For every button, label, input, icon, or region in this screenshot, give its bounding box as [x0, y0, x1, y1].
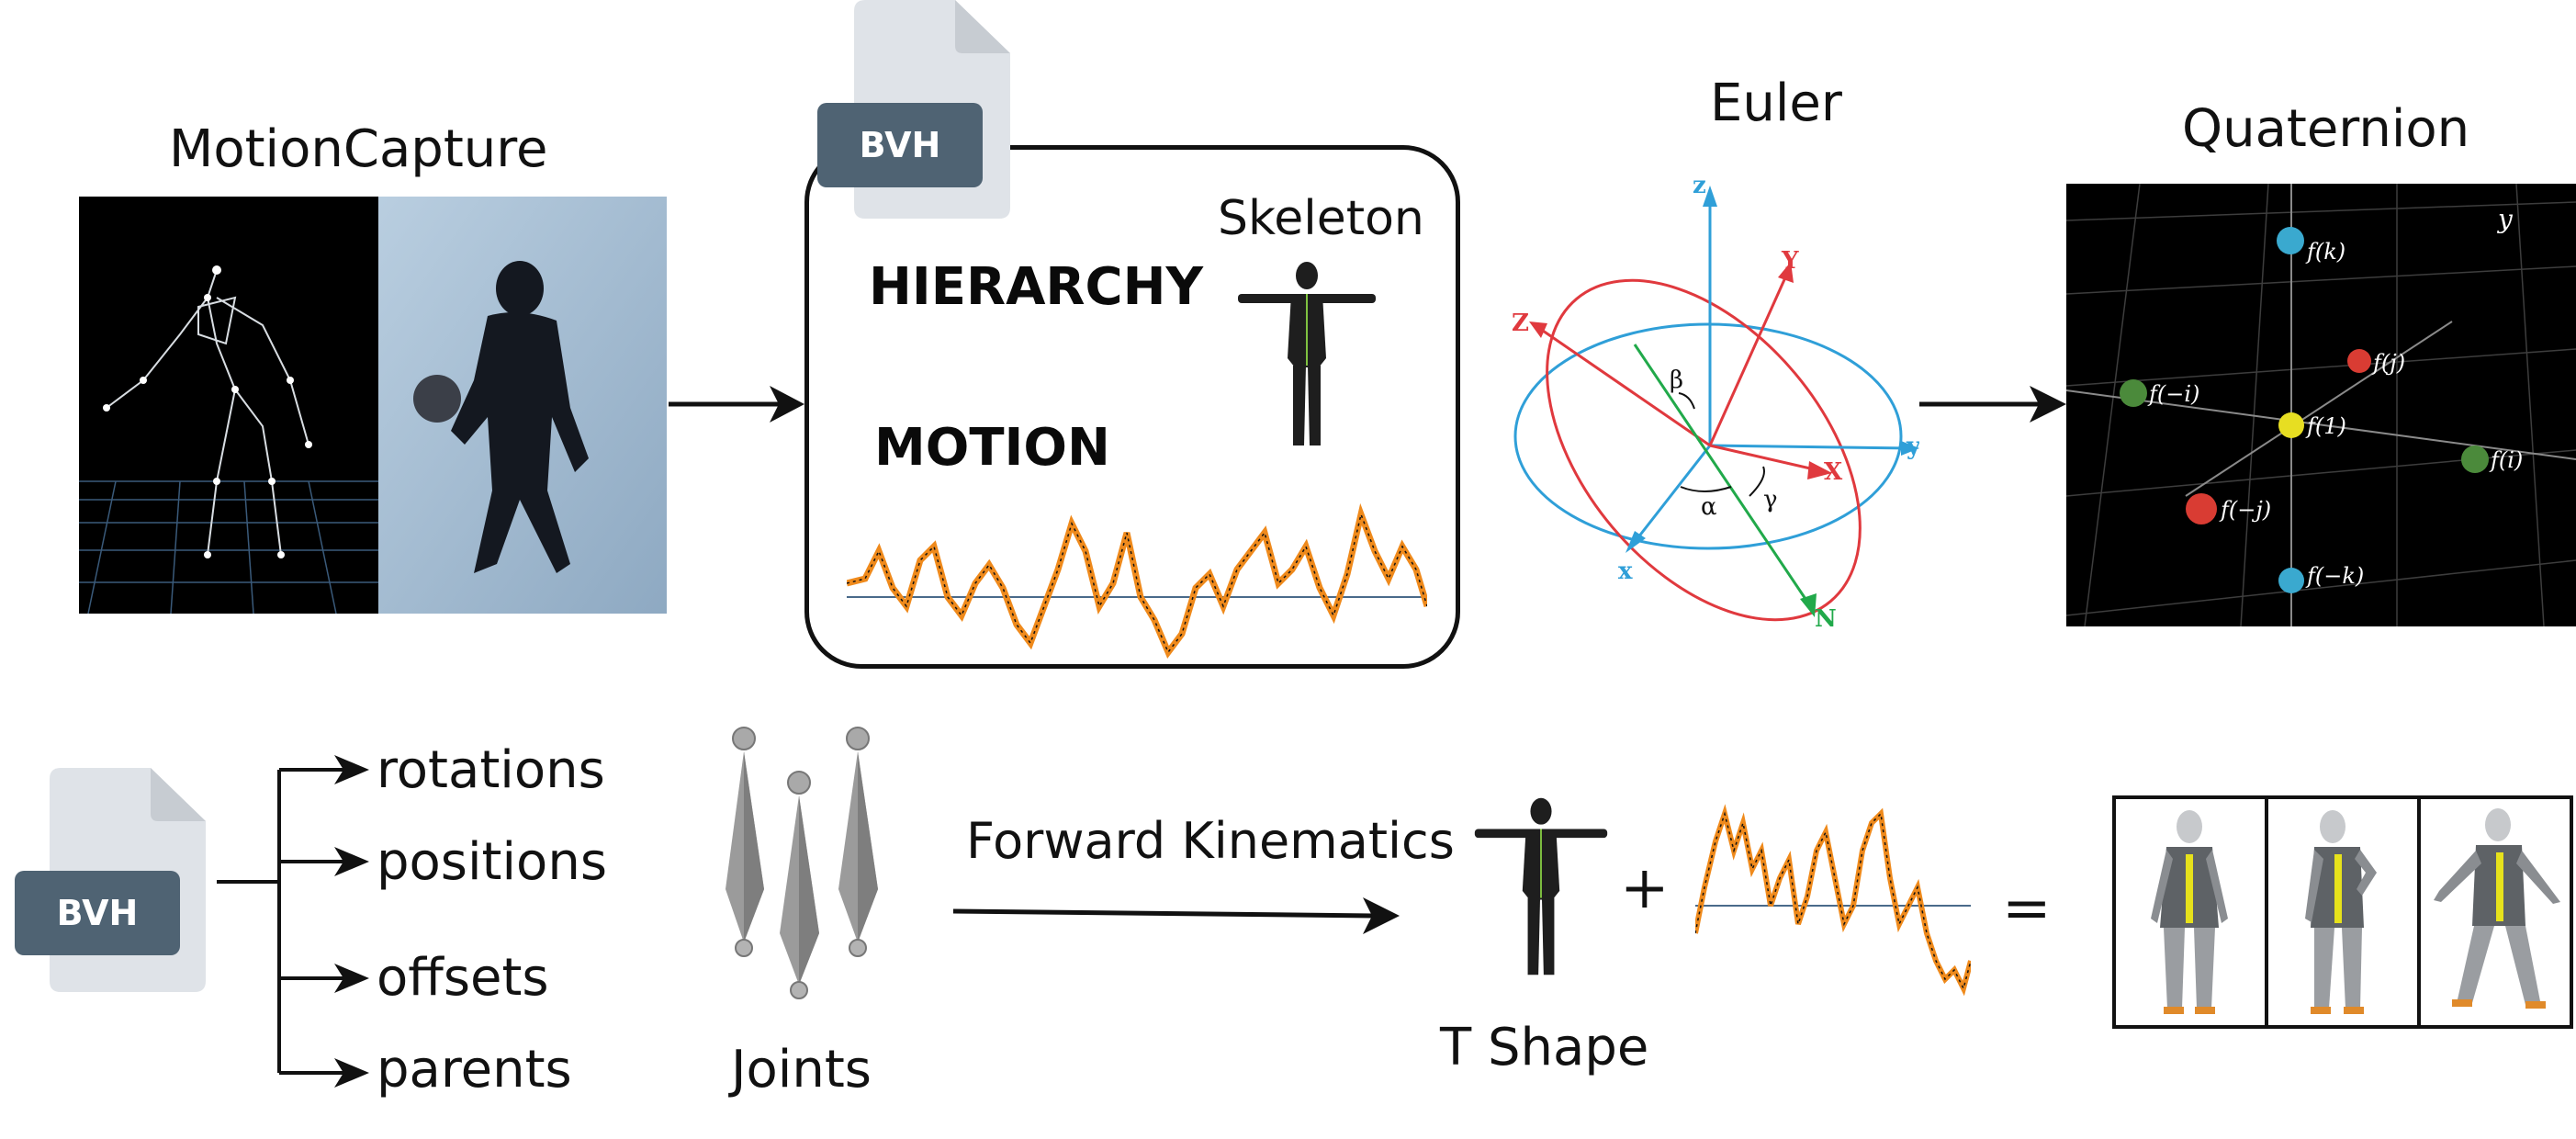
plus-sign: +: [1620, 854, 1670, 922]
bvh-output-branches: [217, 755, 369, 1088]
motion-label: MOTION: [874, 418, 1110, 478]
result-pose-2: [2268, 799, 2421, 1025]
t-pose-skeleton-icon: [1238, 262, 1376, 445]
result-poses-panel: [2112, 795, 2573, 1029]
bvh-badge: BVH: [817, 103, 983, 187]
forward-kinematics-label: Forward Kinematics: [966, 812, 1455, 870]
euler-Z-big-label: Z: [1512, 310, 1529, 337]
quat-fneg-k-label: f(−k): [2305, 563, 2364, 589]
arrow-euler-to-quaternion: [1919, 386, 2066, 423]
motion-curve-plot-bottom: [1695, 804, 1971, 997]
result-pose-3: [2421, 799, 2570, 1025]
quat-fk-label: f(k): [2305, 239, 2345, 265]
forward-kinematics-arrow: [952, 897, 1400, 934]
euler-beta-label: β: [1670, 367, 1683, 394]
quat-fi-label: f(i): [2489, 447, 2523, 473]
euler-title: Euler: [1710, 73, 1842, 133]
euler-y-small-label: y: [1906, 433, 1919, 460]
quat-f1-label: f(1): [2305, 413, 2346, 439]
euler-z-small-label: z: [1693, 175, 1706, 199]
euler-alpha-label: α: [1701, 493, 1717, 521]
quaternion-title: Quaternion: [2182, 99, 2470, 159]
quat-fj-label: f(j): [2371, 350, 2405, 376]
motion-curve-plot: [847, 502, 1427, 659]
result-pose-1: [2116, 799, 2268, 1025]
quaternion-plot: f(k) f(j) f(−i) f(1) f(i) f(−j) f(−k) y: [2066, 184, 2576, 626]
t-shape-label: T Shape: [1440, 1018, 1649, 1077]
hierarchy-label: HIERARCHY: [869, 257, 1204, 317]
equals-sign: =: [2002, 874, 2052, 942]
quat-y-axis-label: y: [2496, 204, 2514, 234]
motioncapture-title: MotionCapture: [169, 119, 548, 179]
skeleton-label: Skeleton: [1218, 191, 1424, 246]
joints-label: Joints: [731, 1040, 872, 1100]
output-positions: positions: [377, 832, 607, 892]
euler-x-small-label: x: [1618, 558, 1633, 585]
joints-bones-icon: [726, 727, 878, 999]
bvh-badge-bottom: BVH: [15, 871, 180, 955]
euler-X-big-label: X: [1824, 458, 1843, 486]
euler-Y-big-label: Y: [1781, 247, 1799, 275]
output-parents: parents: [377, 1040, 572, 1100]
euler-N-label: N: [1815, 605, 1837, 633]
output-rotations: rotations: [377, 740, 605, 800]
euler-gamma-label: γ: [1763, 486, 1778, 513]
quat-fneg-j-label: f(−j): [2219, 497, 2271, 523]
t-shape-skeleton-icon: [1474, 797, 1608, 975]
euler-angles-diagram: z y x Z Y X N β α γ: [1512, 175, 1919, 633]
arrow-mocap-to-bvh: [669, 386, 804, 423]
output-offsets: offsets: [377, 948, 549, 1008]
bvh-file-box: [804, 145, 1460, 669]
motion-capture-photo: [79, 197, 667, 614]
quat-fneg-i-label: f(−i): [2147, 381, 2199, 407]
